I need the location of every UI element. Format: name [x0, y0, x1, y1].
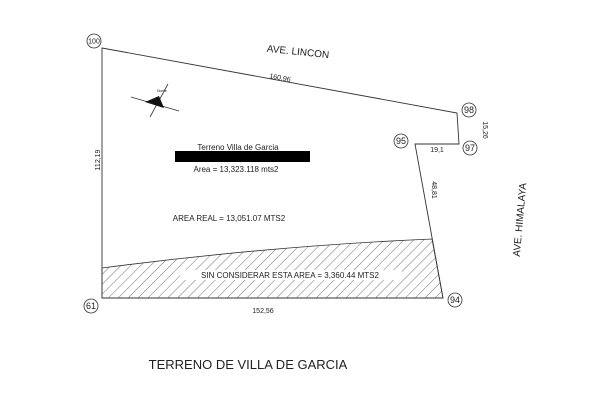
vertex-61: 61 — [83, 298, 99, 314]
dimension-west: 112,19 — [95, 149, 102, 170]
vertex-100: 100 — [86, 33, 102, 49]
dimension-step: 19,1 — [430, 147, 444, 154]
vertex-97: 97 — [462, 140, 478, 156]
vertex-98: 98 — [461, 102, 477, 118]
street-east: AVE. HIMALAYA — [512, 182, 529, 257]
vertex-label: 98 — [464, 105, 474, 115]
vertex-label: 100 — [88, 39, 100, 46]
vertex-94: 94 — [447, 292, 463, 308]
lot-area: Area = 13,323.118 mts2 — [193, 165, 279, 174]
vertex-label: 61 — [86, 301, 96, 311]
vertex-label: 95 — [396, 136, 406, 146]
vertex-label: 94 — [450, 295, 460, 305]
street-north: AVE. LINCON — [266, 44, 329, 61]
dimension-south: 152,56 — [252, 308, 274, 315]
excluded-area-label: SIN CONSIDERAR ESTA AREA = 3,360.44 MTS2 — [201, 271, 379, 280]
dimension-north: 160,96 — [269, 73, 291, 84]
lot-boundary — [101, 47, 460, 299]
north-label: Norte — [157, 88, 168, 93]
label-background — [180, 270, 402, 280]
dimension-east-long: 48,81 — [430, 181, 437, 199]
drawing-title: TERRENO DE VILLA DE GARCIA — [149, 357, 348, 372]
north-arrow-icon: Norte — [130, 83, 180, 118]
excluded-area-hatch — [101, 238, 444, 299]
vertex-95: 95 — [393, 133, 409, 149]
dimension-east-short: 15,26 — [481, 121, 488, 139]
lot-area-real: AREA REAL = 13,051.07 MTS2 — [173, 214, 286, 223]
vertex-label: 97 — [465, 143, 475, 153]
redaction-bar — [175, 151, 310, 162]
lot-name: Terreno Villa de Garcia — [197, 143, 279, 152]
